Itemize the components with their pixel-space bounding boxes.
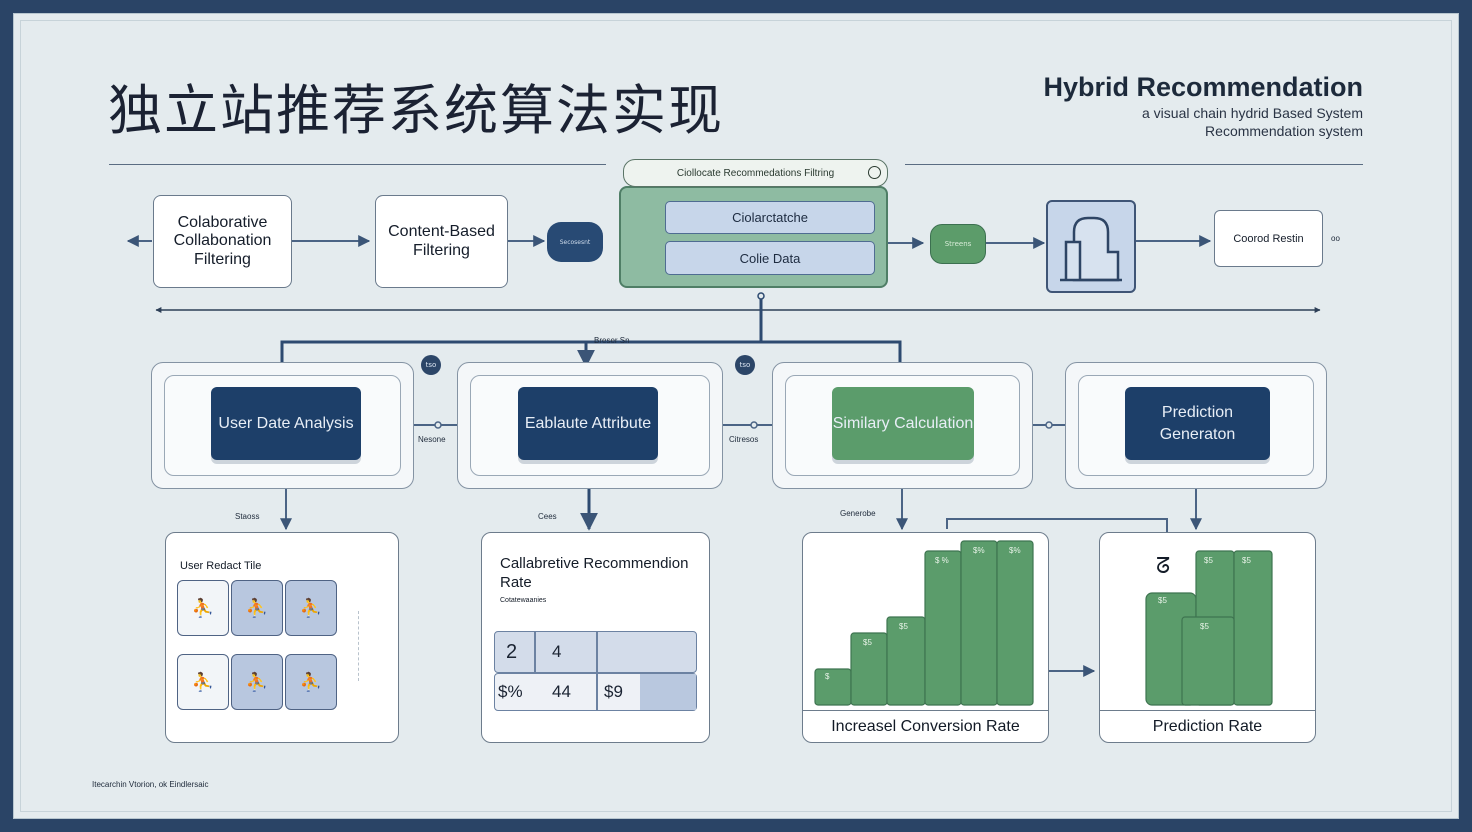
prediction-bar-label: $5 xyxy=(1200,622,1209,631)
conversion-bar xyxy=(814,668,852,706)
hub-row-2[interactable]: Colie Data xyxy=(665,241,875,275)
conversion-rate-caption: Increasel Conversion Rate xyxy=(803,710,1048,742)
result-card-suffix: oo xyxy=(1331,234,1340,243)
footer-note: Itecarchin Vtorion, ok Eindlersaic xyxy=(92,780,209,789)
hub-tab[interactable]: Ciollocate Recommedations Filtring xyxy=(623,159,888,187)
user-tile[interactable]: ⛹ xyxy=(285,654,337,710)
prediction-bar-label: $5 xyxy=(1242,556,1251,565)
user-tile[interactable]: ⛹ xyxy=(231,580,283,636)
page-subtitle-line1: a visual chain hydrid Based System xyxy=(1142,105,1363,121)
person-icon: ⛹ xyxy=(191,597,215,619)
prediction-bar-label: $5 xyxy=(1158,596,1167,605)
conversion-bar xyxy=(924,550,962,706)
conversion-bar-label: $5 xyxy=(863,638,872,647)
stage-user-data: User Date Analysis xyxy=(151,362,414,489)
rate-cell: $9 xyxy=(604,682,623,701)
stage-attribute: Eablaute Attribute xyxy=(457,362,723,489)
conversion-bar xyxy=(960,540,998,706)
hub-row-1[interactable]: Ciolarctatche xyxy=(665,201,875,234)
rate-table-row-1 xyxy=(494,631,697,673)
attribute-button[interactable]: Eablaute Attribute xyxy=(518,387,658,460)
conversion-bar-label: $5 xyxy=(899,622,908,631)
conversion-bar-label: $% xyxy=(973,546,985,555)
prediction-rate-panel: ᘔ $5 $5 $5 $5 Prediction Rate xyxy=(1099,532,1316,743)
content-based-filtering-card[interactable]: Content-Based Filtering xyxy=(375,195,508,288)
conversion-bar-label: $% xyxy=(1009,546,1021,555)
right-connector-pill: Streens xyxy=(930,224,986,264)
hub-tab-label: Ciollocate Recommedations Filtring xyxy=(676,167,835,179)
user-tile[interactable]: ⛹ xyxy=(177,580,229,636)
rate-cell: 4 xyxy=(552,642,562,661)
conversion-rate-panel: $ $5 $5 $ % $% $% Increasel Conversion R… xyxy=(802,532,1049,743)
rate-cell: 44 xyxy=(552,682,571,701)
stage-similarity: Similary Calculation xyxy=(772,362,1033,489)
conversion-bar-label: $ % xyxy=(935,556,949,565)
person-icon: ⛹ xyxy=(299,671,323,693)
prediction-figure-icon: ᘔ xyxy=(1156,553,1171,578)
header-rule-right xyxy=(905,164,1363,165)
bottom-label-2: Cees xyxy=(538,512,557,521)
stage-badge-2: tso xyxy=(735,355,755,375)
recommendation-rate-panel-subtitle: Cotatewaanies xyxy=(500,597,547,604)
rate-table-divider xyxy=(534,631,536,673)
connector-label-1: Nesone xyxy=(418,435,446,444)
person-icon: ⛹ xyxy=(299,597,323,619)
user-tile[interactable]: ⛹ xyxy=(285,580,337,636)
user-profile-panel: User Redact Tile ⛹ ⛹ ⛹ ⛹ ⛹ ⛹ xyxy=(165,532,399,743)
prediction-bar-label: $5 xyxy=(1204,556,1213,565)
inner-frame xyxy=(20,20,1452,812)
page-subtitle-line2: Recommendation system xyxy=(1205,123,1363,139)
rate-table-highlight xyxy=(640,674,696,710)
tile-scroll-track[interactable] xyxy=(358,611,364,681)
page-title-en: Hybrid Recommendation xyxy=(1043,72,1363,102)
user-profile-panel-title: User Redact Tile xyxy=(180,560,262,572)
header-rule-left xyxy=(109,164,606,165)
user-data-analysis-button[interactable]: User Date Analysis xyxy=(211,387,361,460)
connector-label-2: Citresos xyxy=(729,435,759,444)
recommendation-rate-panel-title: Callabretive Recommendion Rate xyxy=(500,555,689,591)
document-icon xyxy=(1060,216,1122,282)
document-icon-box[interactable] xyxy=(1046,200,1136,293)
prediction-rate-caption: Prediction Rate xyxy=(1100,710,1315,742)
rate-table-divider xyxy=(596,631,598,711)
hub-tab-toggle-icon[interactable] xyxy=(868,166,881,179)
rate-cell: $% xyxy=(498,682,523,701)
stage-prediction: Prediction Generaton xyxy=(1065,362,1327,489)
person-icon: ⛹ xyxy=(245,671,269,693)
person-icon: ⛹ xyxy=(245,597,269,619)
bus-label: Breser Sn xyxy=(594,336,630,345)
stage-badge-1: tso xyxy=(421,355,441,375)
prediction-bar xyxy=(1233,550,1273,706)
conversion-bars: $ $5 $5 $ % $% $% xyxy=(814,540,1034,706)
collaborative-filtering-card[interactable]: Colaborative Collabonation Filtering xyxy=(153,195,292,288)
result-card[interactable]: Coorod Restin xyxy=(1214,210,1323,267)
bottom-label-3: Generobe xyxy=(840,509,876,518)
prediction-bars: $5 $5 $5 $5 xyxy=(1145,550,1273,706)
prediction-generation-button[interactable]: Prediction Generaton xyxy=(1125,387,1270,460)
page-title-zh: 独立站推荐系统算法实现 xyxy=(108,79,724,142)
user-tile[interactable]: ⛹ xyxy=(231,654,283,710)
bottom-label-1: Staoss xyxy=(235,512,260,521)
user-tile[interactable]: ⛹ xyxy=(177,654,229,710)
rate-cell: 2 xyxy=(506,640,518,663)
conversion-bar xyxy=(996,540,1034,706)
person-icon: ⛹ xyxy=(191,671,215,693)
conversion-bar-label: $ xyxy=(825,672,830,681)
left-connector-pill: Secosesnt xyxy=(547,222,603,262)
similarity-calculation-button[interactable]: Similary Calculation xyxy=(832,387,974,460)
prediction-bar xyxy=(1181,616,1235,706)
recommendation-rate-panel: Callabretive Recommendion Rate Cotatewaa… xyxy=(481,532,710,743)
diagram-canvas: 独立站推荐系统算法实现 Hybrid Recommendation a visu… xyxy=(13,13,1459,819)
